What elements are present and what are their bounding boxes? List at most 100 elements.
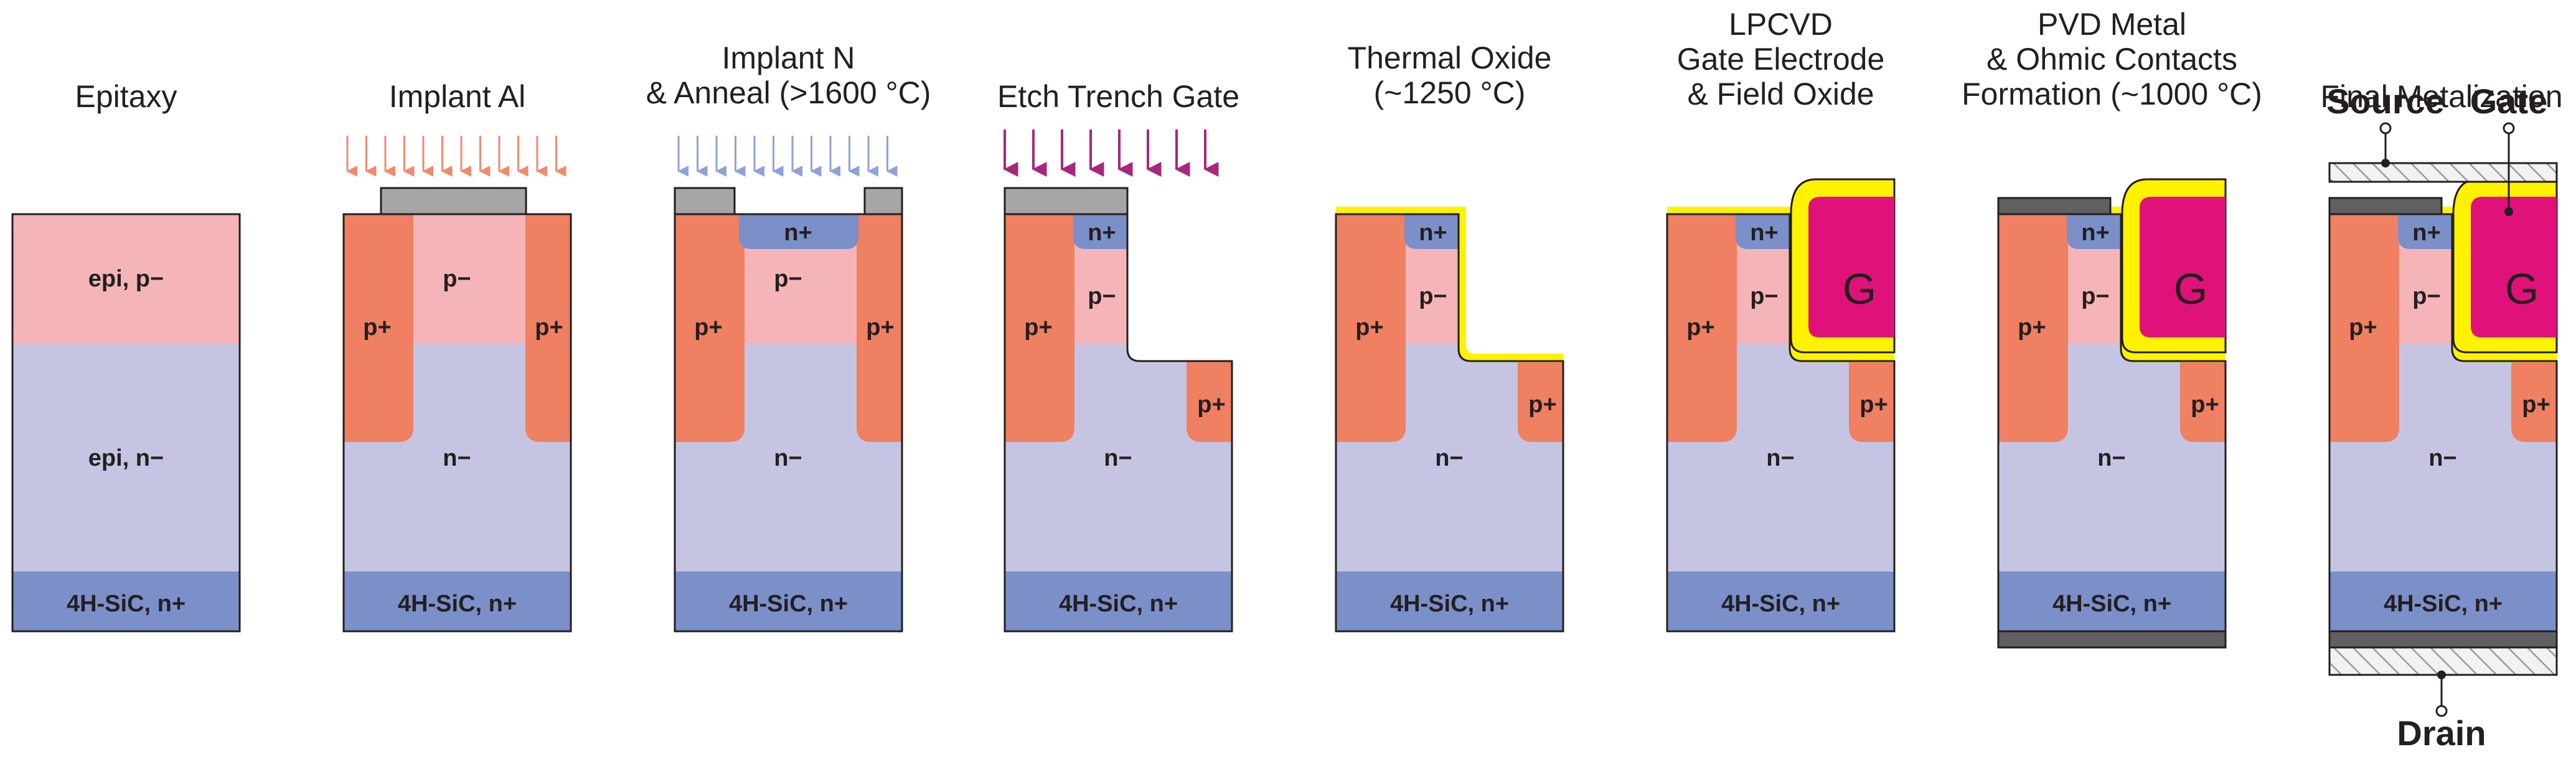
p-plus-region [1005,214,1074,442]
device-layers [1667,214,1894,631]
source-metalization [2328,162,2558,183]
p-minus-label: p− [443,266,471,292]
p-plus-shield [1518,361,1563,442]
substrate-label: 4H-SiC, n+ [1721,591,1840,617]
p-minus-label: p− [1088,283,1116,309]
substrate-label: 4H-SiC, n+ [1390,591,1509,617]
substrate-label: 4H-SiC, n+ [2052,591,2171,617]
p-minus-label: p− [2412,283,2440,309]
device-outline [1335,213,1564,633]
epi-p-label: epi, p− [88,266,164,292]
n-minus-label: n− [443,445,471,471]
p-plus-region [675,214,745,442]
gate-node [2504,207,2513,216]
n-plus-region [1736,214,1790,249]
p-plus-label: p+ [2349,314,2377,341]
device-layers [1005,214,1232,631]
drain-contact-metal [2328,630,2558,649]
p-plus-shield-label: p+ [1197,392,1225,418]
n-minus-label: n− [2428,445,2456,471]
p-plus-region [1998,214,2068,442]
drain-contact-metal [1997,630,2227,649]
p-plus-label: p+ [1024,314,1052,341]
p-plus-shield-label: p+ [1859,392,1887,418]
gate-pin [2503,122,2515,134]
p-plus-shield [2180,361,2226,442]
step-title-5: Thermal Oxide [1348,40,1552,75]
n-plus-label: n+ [1750,220,1778,246]
etch-mask [1004,187,1129,215]
device-outline [1997,213,2227,633]
n-minus-label: n− [1435,445,1463,471]
step-title-3: & Anneal (>1600 °C) [646,75,931,110]
p-plus-region [2329,214,2399,442]
drain-node [2437,671,2446,679]
implant-mask-left [674,187,736,215]
p-plus-label: p+ [694,314,722,341]
device-outline [11,213,241,633]
step-title-7: Formation (~1000 °C) [1962,77,2262,111]
n-minus-label: n− [1766,445,1794,471]
p-plus-label-right: p+ [866,314,894,341]
substrate-n-plus [2329,572,2557,631]
substrate-n-plus [1336,572,1563,631]
n-plus-label: n+ [2412,220,2440,246]
substrate-label: 4H-SiC, n+ [2384,591,2503,617]
p-plus-label: p+ [1686,314,1714,341]
drain-terminal-label: Drain [2397,713,2486,753]
source-contact-metal [2328,197,2443,215]
step-title-5: (~1250 °C) [1374,75,1526,110]
p-minus-label: p− [2081,283,2109,309]
implant-mask-right [863,187,903,215]
gate-electrode [1808,197,1894,337]
p-plus-shield [1187,361,1232,442]
n-minus-label: n− [774,445,802,471]
device-layers [1336,214,1563,631]
gate-label: G [2174,265,2207,313]
p-plus-region [1336,214,1406,442]
gate-label: G [2505,265,2539,313]
source-pin [2379,122,2392,134]
substrate-n-plus [675,572,902,631]
device-outline [2328,213,2558,633]
n-plus-region [739,214,858,249]
p-plus-region [525,214,571,442]
gate-electrode [2471,197,2557,337]
device-outline [674,213,903,633]
epi-n-layer [12,344,240,572]
p-minus-label: p− [1750,283,1778,309]
n-plus-region [1404,214,1459,249]
p-plus-shield-label: p+ [2522,392,2550,418]
n-plus-region [1073,214,1127,249]
p-plus-region [344,214,413,442]
substrate-n-plus [1005,572,1232,631]
n-minus-label: n− [1104,445,1132,471]
substrate-n-plus [1998,572,2226,631]
epi-p-layer [12,214,240,344]
gate-label: G [1843,265,1876,313]
p-plus-shield [1849,361,1894,442]
substrate-n-plus [1667,572,1894,631]
implant-mask [380,187,527,215]
source-terminal-label: Source [2326,82,2445,121]
step-title-4: Etch Trench Gate [997,79,1239,114]
device-outline [1666,213,1896,633]
n-plus-label: n+ [1088,220,1116,246]
substrate-n-plus [344,572,571,631]
device-layers [2329,214,2557,631]
step-title-8: Final Metalization [2320,79,2562,114]
n-plus-label: n+ [1419,220,1447,246]
p-plus-shield-label: p+ [1528,392,1556,418]
gate-terminal-label: Gate [2470,82,2548,121]
gate-electrode [2140,197,2226,337]
step-title-7: & Ohmic Contacts [1986,42,2237,77]
p-plus-shield [2511,361,2557,442]
p-minus-label: p− [774,266,802,292]
n-plus-region [2067,214,2121,249]
step-title-2: Implant Al [389,79,526,114]
n-plus-label: n+ [784,220,812,246]
step-title-6: Gate Electrode [1677,42,1885,77]
substrate-label: 4H-SiC, n+ [729,591,848,617]
